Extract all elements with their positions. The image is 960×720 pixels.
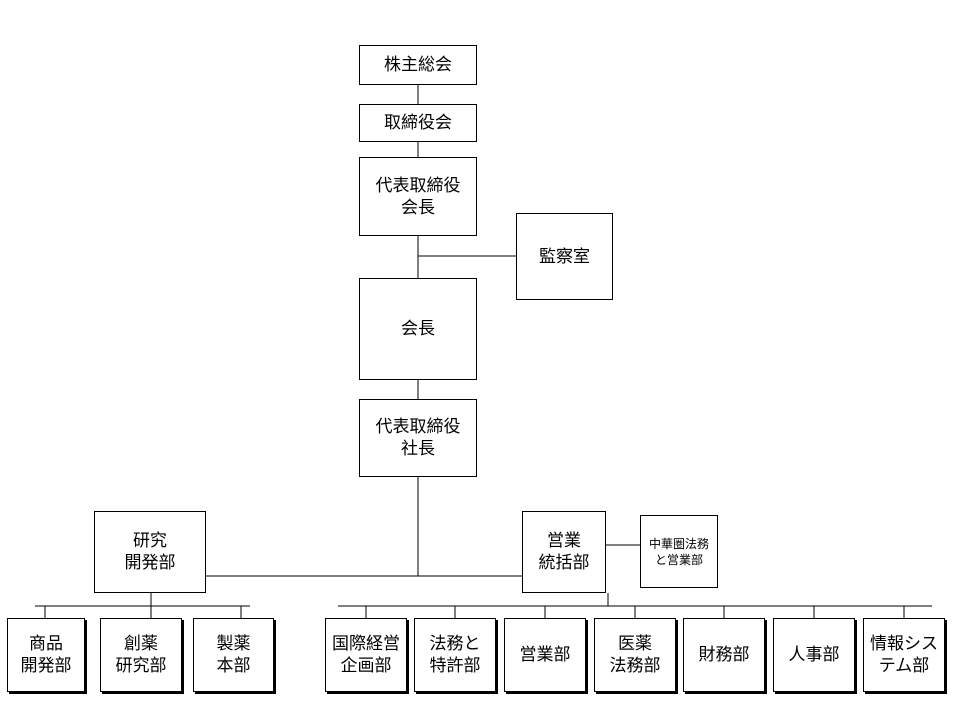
box-shareholders: 株主総会 (359, 45, 477, 85)
box-drug-research: 創薬 研究部 (100, 618, 182, 692)
box-info-systems: 情報シス テム部 (863, 618, 945, 692)
box-hr: 人事部 (773, 618, 855, 692)
box-medical-legal: 医薬 法務部 (594, 618, 676, 692)
box-chairman-rep: 代表取締役 会長 (359, 157, 477, 236)
box-sales-hq: 営業 統括部 (522, 511, 606, 593)
box-research: 研究 開発部 (94, 511, 206, 593)
box-china-legal-sales: 中華圏法務 と営業部 (640, 515, 718, 588)
box-product-dev: 商品 開発部 (7, 618, 85, 692)
box-audit: 監察室 (516, 213, 613, 300)
box-board: 取締役会 (359, 104, 477, 142)
box-legal-patent: 法務と 特許部 (414, 618, 496, 692)
box-chairman: 会長 (359, 278, 477, 380)
box-pharma-hq: 製薬 本部 (193, 618, 274, 692)
box-president-rep: 代表取締役 社長 (359, 399, 477, 477)
box-sales-dept: 営業部 (504, 618, 586, 692)
box-intl-planning: 国際経営 企画部 (325, 618, 407, 692)
box-finance: 財務部 (683, 618, 765, 692)
